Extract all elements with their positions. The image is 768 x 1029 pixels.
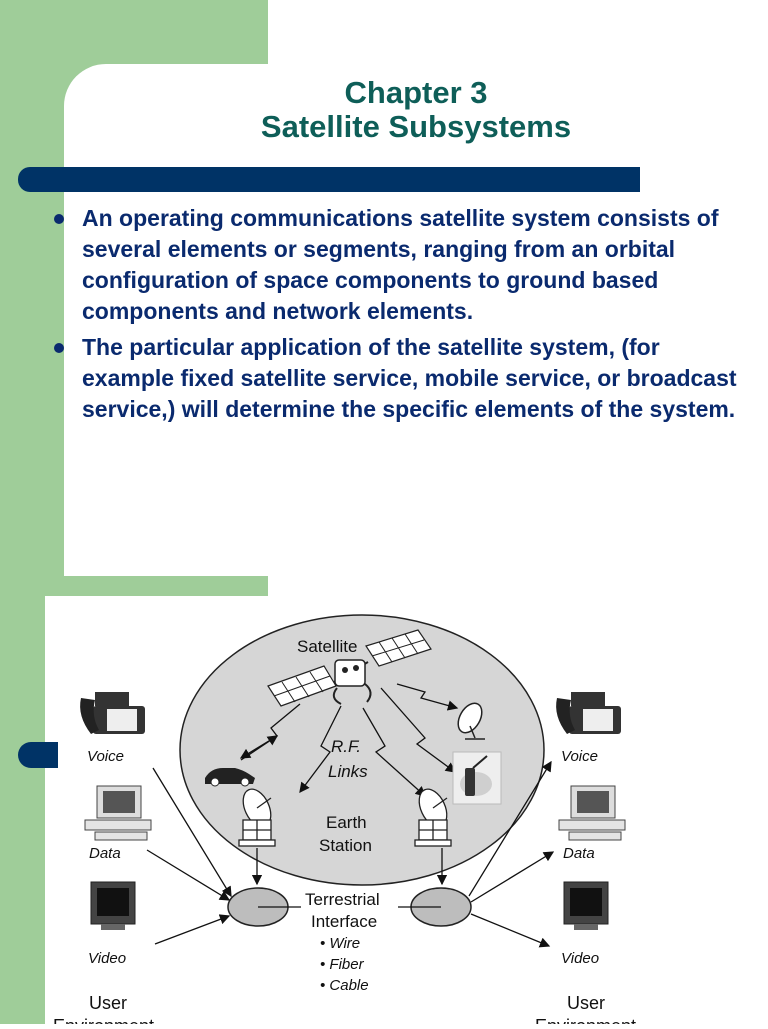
right-data-label: Data bbox=[563, 845, 595, 862]
left-device-links bbox=[146, 767, 232, 945]
satellite-label: Satellite bbox=[297, 637, 357, 656]
left-user-label-2: Environment bbox=[53, 1016, 154, 1024]
slide-card bbox=[64, 64, 768, 576]
right-user-label-1: User bbox=[567, 993, 605, 1013]
slide-title: Chapter 3 Satellite Subsystems bbox=[64, 76, 768, 144]
title-line-1: Chapter 3 bbox=[344, 75, 488, 110]
computer-right-icon bbox=[558, 785, 626, 841]
computer-left-icon bbox=[84, 785, 152, 841]
left-user-label-1: User bbox=[89, 993, 127, 1013]
bullet-dot-icon bbox=[54, 214, 64, 224]
media-fiber-label: • Fiber bbox=[320, 956, 365, 973]
mobile-phone-icon bbox=[452, 751, 502, 805]
bullet-text-1: An operating communications satellite sy… bbox=[82, 205, 719, 324]
media-wire-label: • Wire bbox=[320, 935, 360, 952]
secondary-divider-bar bbox=[18, 742, 58, 768]
tv-right-icon bbox=[563, 881, 609, 930]
rf-label-1: R.F. bbox=[331, 737, 361, 756]
rf-link-lines bbox=[239, 683, 459, 797]
right-video-label: Video bbox=[561, 950, 599, 967]
terrestrial-label-1: Terrestrial bbox=[305, 890, 380, 909]
satellite-icon bbox=[267, 629, 432, 707]
title-divider-bar bbox=[18, 167, 640, 192]
right-user-label-2: Environment bbox=[535, 1016, 636, 1024]
telephone-left-icon bbox=[80, 692, 145, 734]
car-icon bbox=[205, 768, 255, 787]
right-device-links bbox=[468, 760, 555, 948]
bullet-list: An operating communications satellite sy… bbox=[54, 203, 744, 430]
telephone-right-icon bbox=[556, 692, 621, 734]
bullet-text-2: The particular application of the satell… bbox=[82, 334, 737, 422]
right-voice-label: Voice bbox=[561, 748, 598, 765]
left-voice-label: Voice bbox=[87, 748, 124, 765]
tv-left-icon bbox=[90, 881, 136, 930]
title-line-2: Satellite Subsystems bbox=[260, 109, 572, 144]
earth-station-label-1: Earth bbox=[326, 813, 367, 832]
bullet-dot-icon bbox=[54, 343, 64, 353]
system-diagram: Satellite R.F. Links Earth Station Terre… bbox=[45, 596, 768, 1029]
earth-station-dish-left-icon bbox=[238, 788, 276, 847]
rf-label-2: Links bbox=[328, 762, 368, 781]
earth-station-label-2: Station bbox=[319, 836, 372, 855]
media-cable-label: • Cable bbox=[320, 977, 369, 994]
left-data-label: Data bbox=[89, 845, 121, 862]
earth-station-dish-right-icon bbox=[414, 788, 452, 847]
small-dish-icon bbox=[457, 702, 485, 740]
system-diagram-svg: Satellite R.F. Links Earth Station Terre… bbox=[53, 614, 636, 1029]
left-video-label: Video bbox=[88, 950, 126, 967]
bullet-item-2: The particular application of the satell… bbox=[54, 332, 744, 425]
bullet-item-1: An operating communications satellite sy… bbox=[54, 203, 744, 327]
terrestrial-label-2: Interface bbox=[311, 912, 377, 931]
